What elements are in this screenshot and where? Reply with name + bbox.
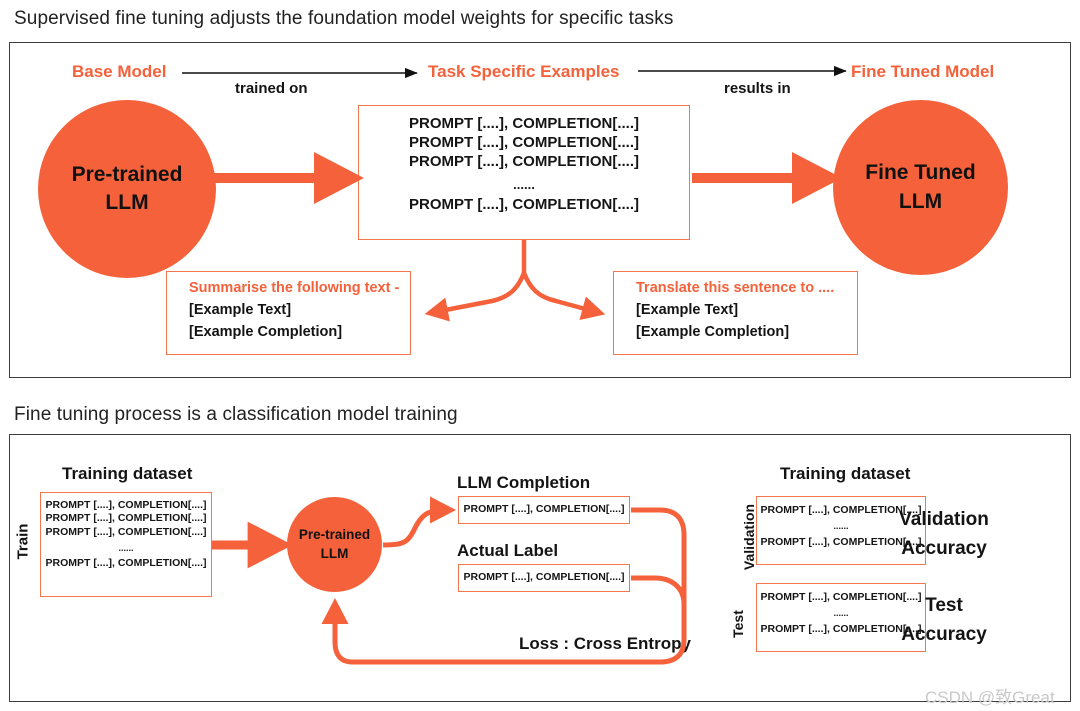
- panel2-pre-trained-llm-circle: Pre-trained LLM: [287, 497, 382, 592]
- label-fine-tuned-model: Fine Tuned Model: [851, 62, 995, 81]
- task-examples-box: PROMPT [....], COMPLETION[....] PROMPT […: [358, 105, 690, 240]
- label-trained-on: trained on: [235, 80, 308, 97]
- validation-accuracy-line1: Validation: [899, 509, 989, 530]
- example-summarise-box: Summarise the following text - [Example …: [166, 271, 411, 355]
- train-side-label: Train: [14, 523, 32, 560]
- example-summarise-heading: Summarise the following text -: [189, 280, 400, 296]
- dataset-line: PROMPT [....], COMPLETION[....]: [409, 196, 639, 214]
- validation-dataset-box: PROMPT [....], COMPLETION[....] ...... P…: [756, 496, 926, 565]
- test-line: PROMPT [....], COMPLETION[....]: [760, 622, 922, 635]
- test-accuracy-metric: Test Accuracy: [901, 592, 987, 649]
- fine-tuned-llm-line1: Fine Tuned: [865, 161, 976, 185]
- example-translate-line2: [Example Completion]: [636, 323, 790, 340]
- llm-completion-heading: LLM Completion: [457, 473, 591, 492]
- test-accuracy-line2: Accuracy: [901, 623, 987, 645]
- llm-completion-line: PROMPT [....], COMPLETION[....]: [463, 503, 625, 516]
- example-translate-heading: Translate this sentence to ....: [636, 280, 835, 296]
- validation-ellipsis: ......: [833, 521, 849, 532]
- pre-trained-llm-line2: LLM: [105, 191, 149, 214]
- fine-tuned-llm-line2: LLM: [898, 189, 943, 213]
- example-summarise-line1: [Example Text]: [189, 301, 292, 318]
- dataset-line: PROMPT [....], COMPLETION[....]: [409, 134, 639, 152]
- pre-trained-llm-circle: Pre-trained LLM: [38, 100, 216, 278]
- training-dataset-heading-left: Training dataset: [62, 464, 193, 483]
- actual-label-heading: Actual Label: [457, 541, 559, 560]
- train-line: PROMPT [....], COMPLETION[....]: [45, 512, 207, 525]
- train-ellipsis: ......: [118, 543, 134, 554]
- test-line: PROMPT [....], COMPLETION[....]: [760, 591, 922, 603]
- training-dataset-heading-right: Training dataset: [780, 464, 911, 483]
- dataset-ellipsis: ......: [513, 176, 535, 192]
- panel1-title: Supervised fine tuning adjusts the found…: [14, 8, 674, 29]
- validation-side-label: Validation: [741, 503, 758, 571]
- train-line: PROMPT [....], COMPLETION[....]: [45, 556, 207, 569]
- actual-label-box: PROMPT [....], COMPLETION[....]: [458, 564, 630, 592]
- watermark: CSDN @致Great: [925, 688, 1055, 707]
- llm-completion-box: PROMPT [....], COMPLETION[....]: [458, 496, 630, 524]
- actual-label-line: PROMPT [....], COMPLETION[....]: [463, 571, 625, 584]
- label-base-model: Base Model: [72, 62, 167, 81]
- validation-line: PROMPT [....], COMPLETION[....]: [760, 504, 922, 516]
- test-accuracy-line1: Test: [925, 595, 963, 616]
- panel2-title: Fine tuning process is a classification …: [14, 404, 458, 425]
- validation-accuracy-line2: Accuracy: [901, 537, 987, 559]
- test-side-label: Test: [729, 610, 746, 638]
- panel2-llm-line1: Pre-trained: [298, 527, 371, 543]
- train-line: PROMPT [....], COMPLETION[....]: [45, 525, 207, 538]
- example-summarise-line2: [Example Completion]: [189, 323, 343, 340]
- validation-accuracy-metric: Validation Accuracy: [899, 506, 989, 563]
- dataset-line: PROMPT [....], COMPLETION[....]: [409, 153, 639, 171]
- example-translate-box: Translate this sentence to .... [Example…: [613, 271, 858, 355]
- train-dataset-box: PROMPT [....], COMPLETION[....] PROMPT […: [40, 492, 212, 597]
- pre-trained-llm-line1: Pre-trained: [71, 162, 183, 186]
- test-ellipsis: ......: [833, 608, 849, 619]
- loss-label: Loss : Cross Entropy: [519, 634, 691, 653]
- label-results-in: results in: [724, 80, 791, 97]
- example-translate-line1: [Example Text]: [636, 301, 739, 318]
- dataset-line: PROMPT [....], COMPLETION[....]: [409, 115, 639, 132]
- fine-tuned-llm-circle: Fine Tuned LLM: [833, 100, 1008, 275]
- test-dataset-box: PROMPT [....], COMPLETION[....] ...... P…: [756, 583, 926, 652]
- panel2-llm-line2: LLM: [320, 545, 349, 561]
- train-line: PROMPT [....], COMPLETION[....]: [45, 499, 207, 511]
- validation-line: PROMPT [....], COMPLETION[....]: [760, 535, 922, 548]
- label-task-specific-examples: Task Specific Examples: [428, 62, 620, 81]
